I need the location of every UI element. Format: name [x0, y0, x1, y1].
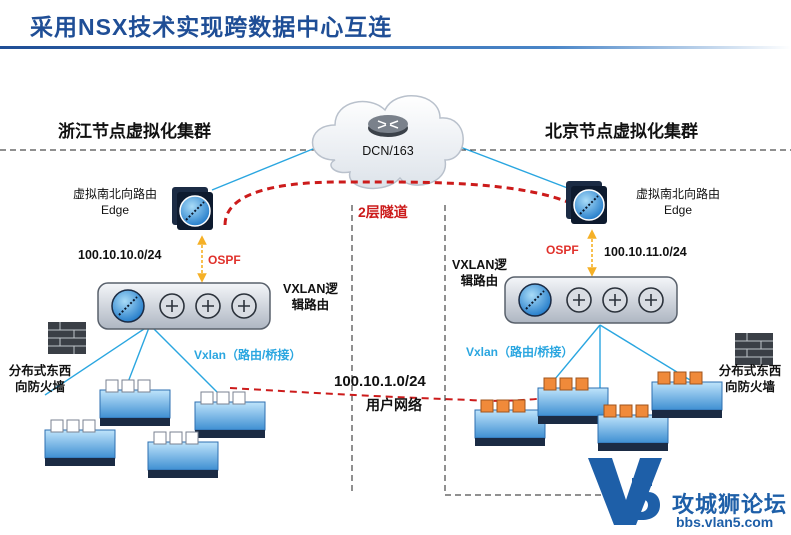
left-router-label: VXLAN逻辑路由	[283, 282, 338, 312]
right-ospf-label: OSPF	[546, 243, 579, 257]
logo-name: 攻城狮论坛	[672, 492, 788, 517]
user-network-subnet: 100.10.1.0/24	[334, 373, 426, 390]
left-firewall-icon	[48, 322, 86, 354]
right-router-label: VXLAN逻辑路由	[452, 258, 507, 288]
right-vxlan-router-box	[504, 276, 678, 324]
l2-tunnel-path	[223, 180, 576, 226]
left-ospf-label: OSPF	[208, 253, 241, 267]
region-separators	[0, 149, 791, 496]
left-region-title: 浙江节点虚拟化集群	[58, 122, 211, 141]
right-host-servers	[474, 371, 723, 451]
user-network-label: 用户网络	[366, 397, 422, 413]
right-firewall-icon	[735, 333, 773, 365]
left-edge-subnet: 100.10.10.0/24	[78, 248, 162, 262]
logo-url: bbs.vlan5.com	[676, 514, 774, 530]
right-vxlan-label: Vxlan（路由/桥接）	[466, 345, 574, 359]
tunnel-label: 2层隧道	[358, 204, 408, 220]
title-underline	[0, 46, 791, 49]
logo-mark-icon	[588, 458, 662, 525]
right-edge-subnet: 100.10.11.0/24	[604, 245, 687, 259]
left-firewall-label: 分布式东西向防火墙	[8, 364, 72, 394]
right-region-title: 北京节点虚拟化集群	[545, 122, 698, 141]
cloud-label: DCN/163	[362, 144, 414, 158]
left-host-servers	[44, 379, 266, 478]
right-edge-router-icon	[566, 181, 607, 224]
link-lines	[44, 139, 691, 401]
left-edge-router-icon	[172, 187, 213, 230]
left-vxlan-router-box	[97, 282, 271, 330]
dcn-cloud	[311, 95, 464, 190]
page-title: 采用NSX技术实现跨数据中心互连	[30, 14, 393, 40]
right-firewall-label: 分布式东西向防火墙	[718, 364, 782, 394]
left-vxlan-label: Vxlan（路由/桥接）	[194, 348, 302, 362]
